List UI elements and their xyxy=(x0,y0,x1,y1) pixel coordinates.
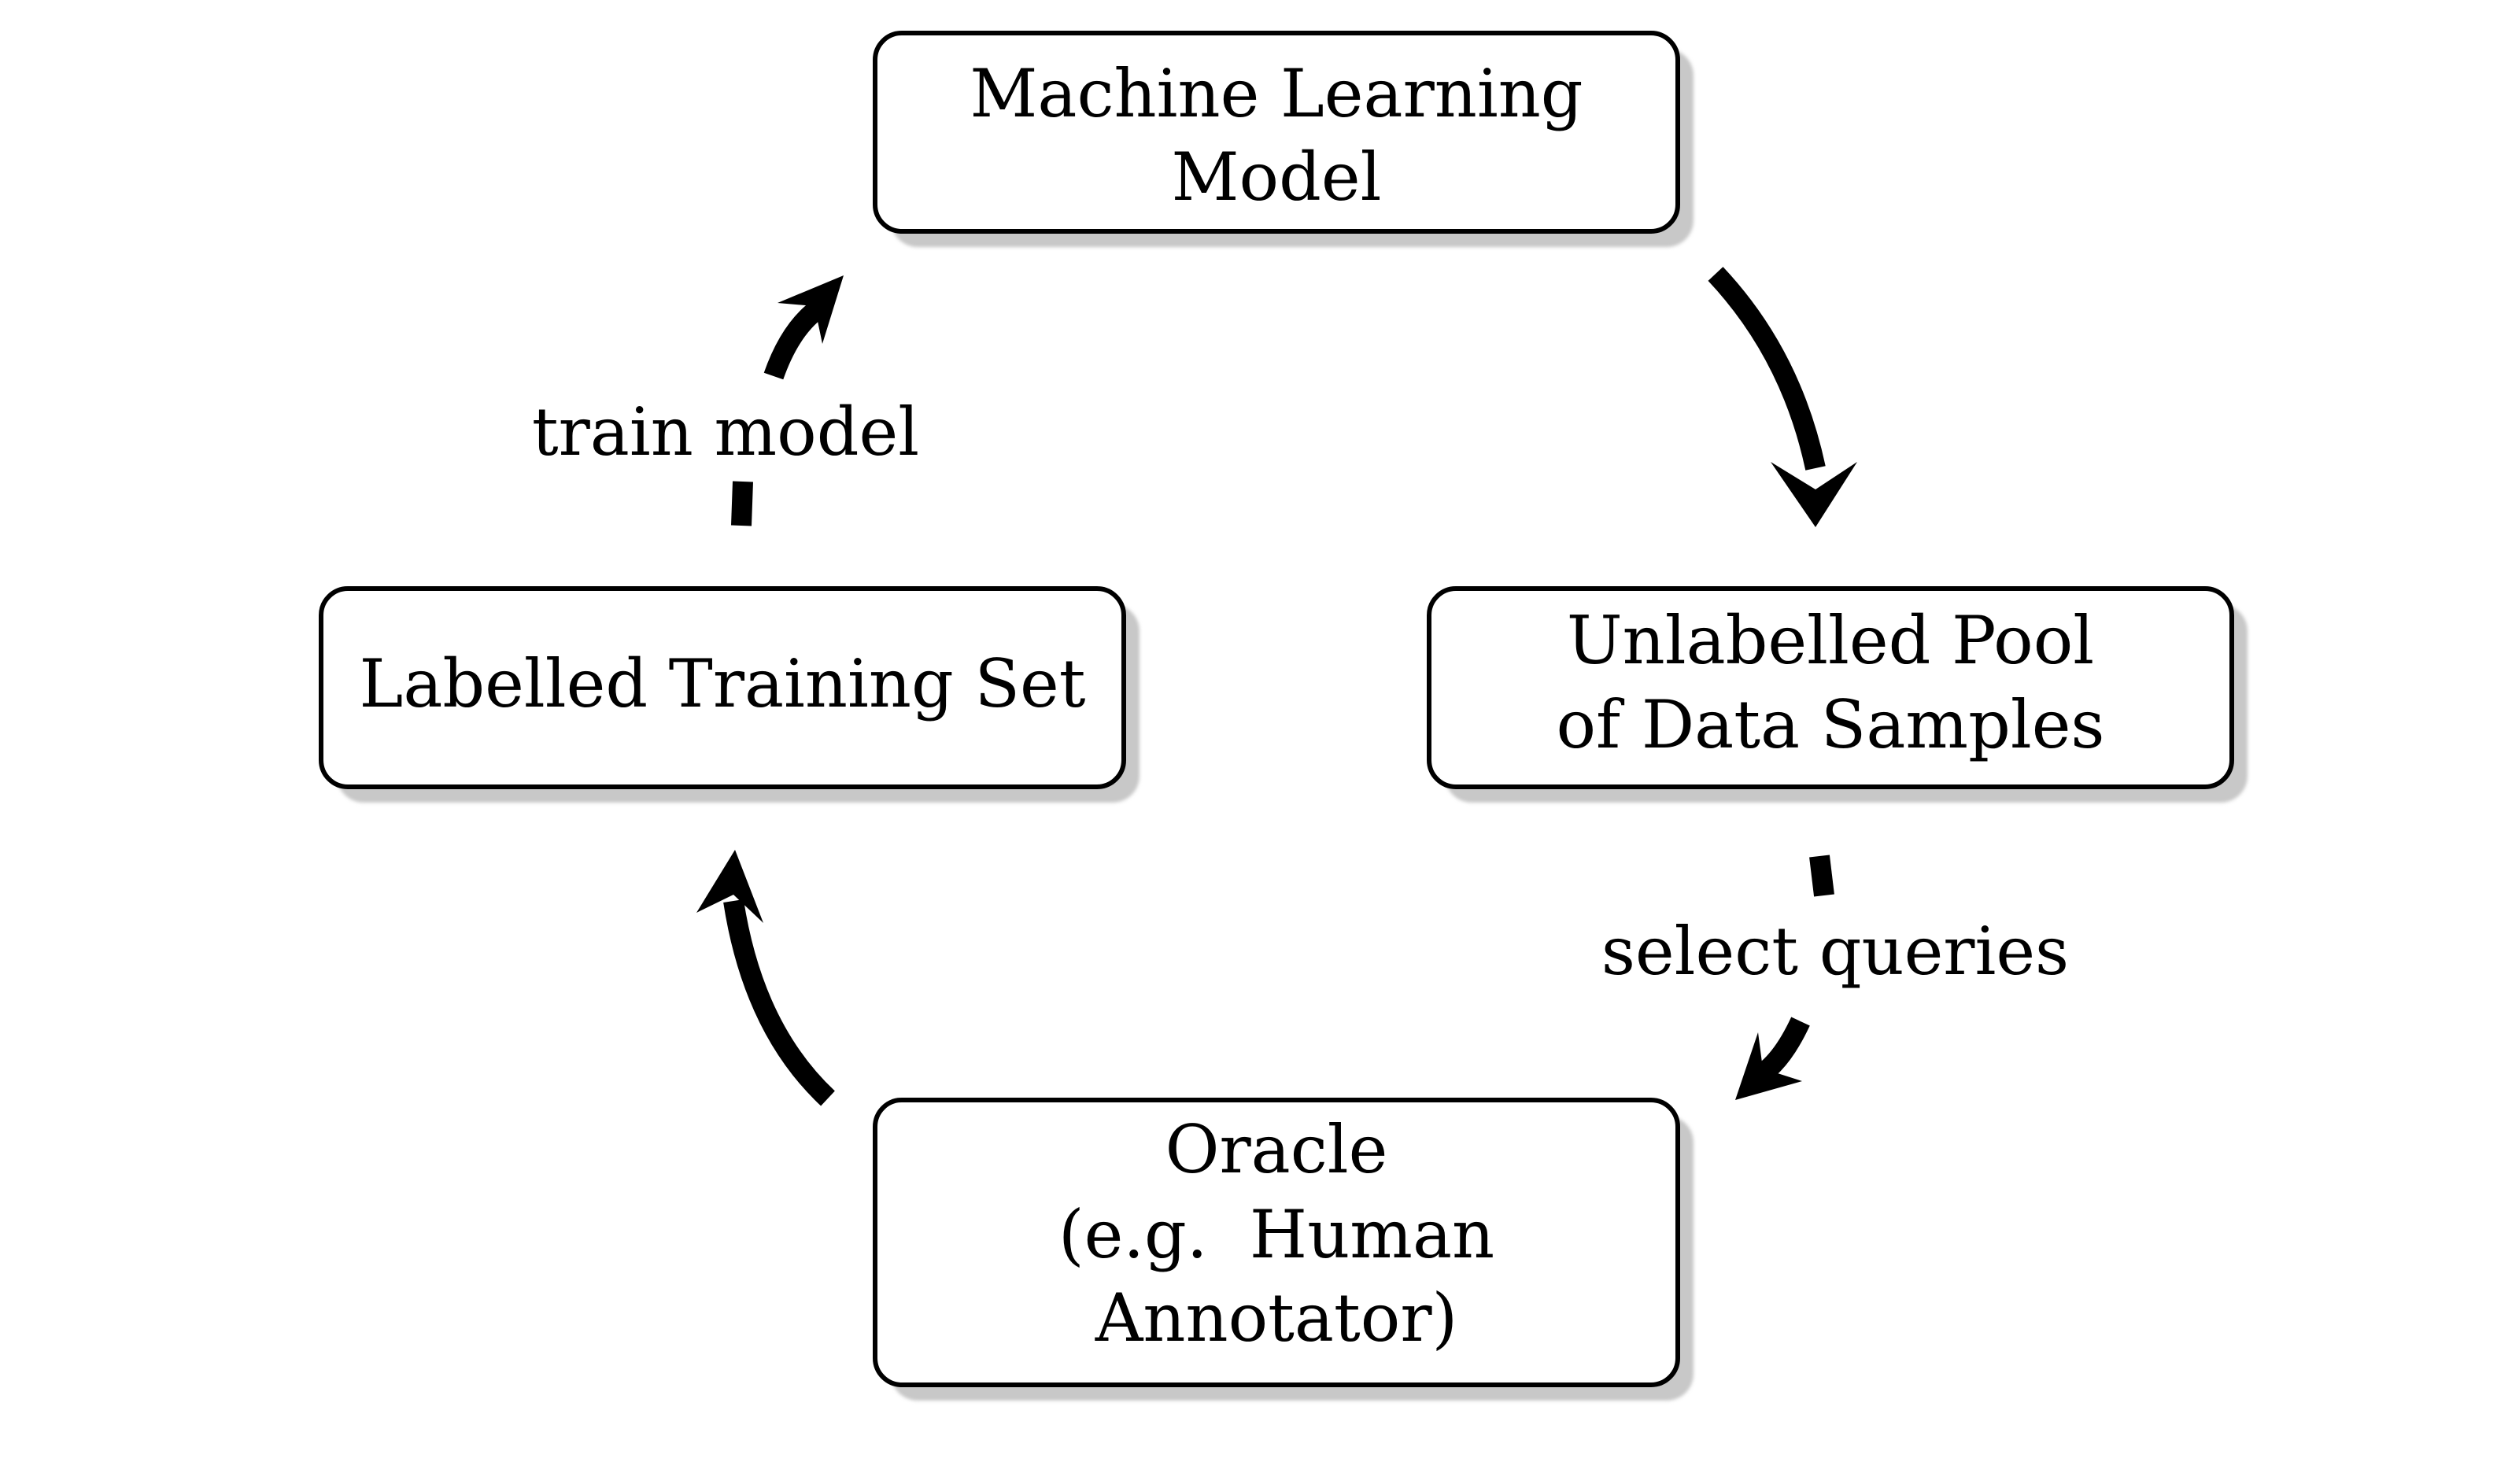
node-pool-line-2: of Data Samples xyxy=(1556,686,2104,763)
node-model-line-2: Model xyxy=(1172,138,1382,216)
edge-label-train-model: train model xyxy=(532,393,919,471)
node-oracle-line-1: Oracle xyxy=(1165,1111,1388,1188)
node-pool-line-1: Unlabelled Pool xyxy=(1567,602,2094,679)
arrow-training-set-to-model: train model xyxy=(532,275,919,526)
node-machine-learning-model: Machine Learning Model xyxy=(873,31,1694,247)
node-training-set-line-1: Labelled Training Set xyxy=(360,645,1086,722)
node-labelled-training-set: Labelled Training Set xyxy=(319,586,1140,803)
arrow-pool-to-oracle: select queries xyxy=(1601,855,2069,1100)
arrow-oracle-to-training-set xyxy=(696,850,835,1106)
node-oracle-line-2: (e.g. Human xyxy=(1058,1196,1494,1273)
node-oracle: Oracle (e.g. Human Annotator) xyxy=(873,1098,1694,1401)
node-oracle-line-3: Annotator) xyxy=(1095,1279,1458,1357)
edge-label-select-queries: select queries xyxy=(1601,913,2069,990)
node-model-line-1: Machine Learning xyxy=(970,55,1583,132)
arrow-model-to-pool xyxy=(1708,267,1857,527)
node-unlabelled-pool: Unlabelled Pool of Data Samples xyxy=(1427,586,2248,803)
